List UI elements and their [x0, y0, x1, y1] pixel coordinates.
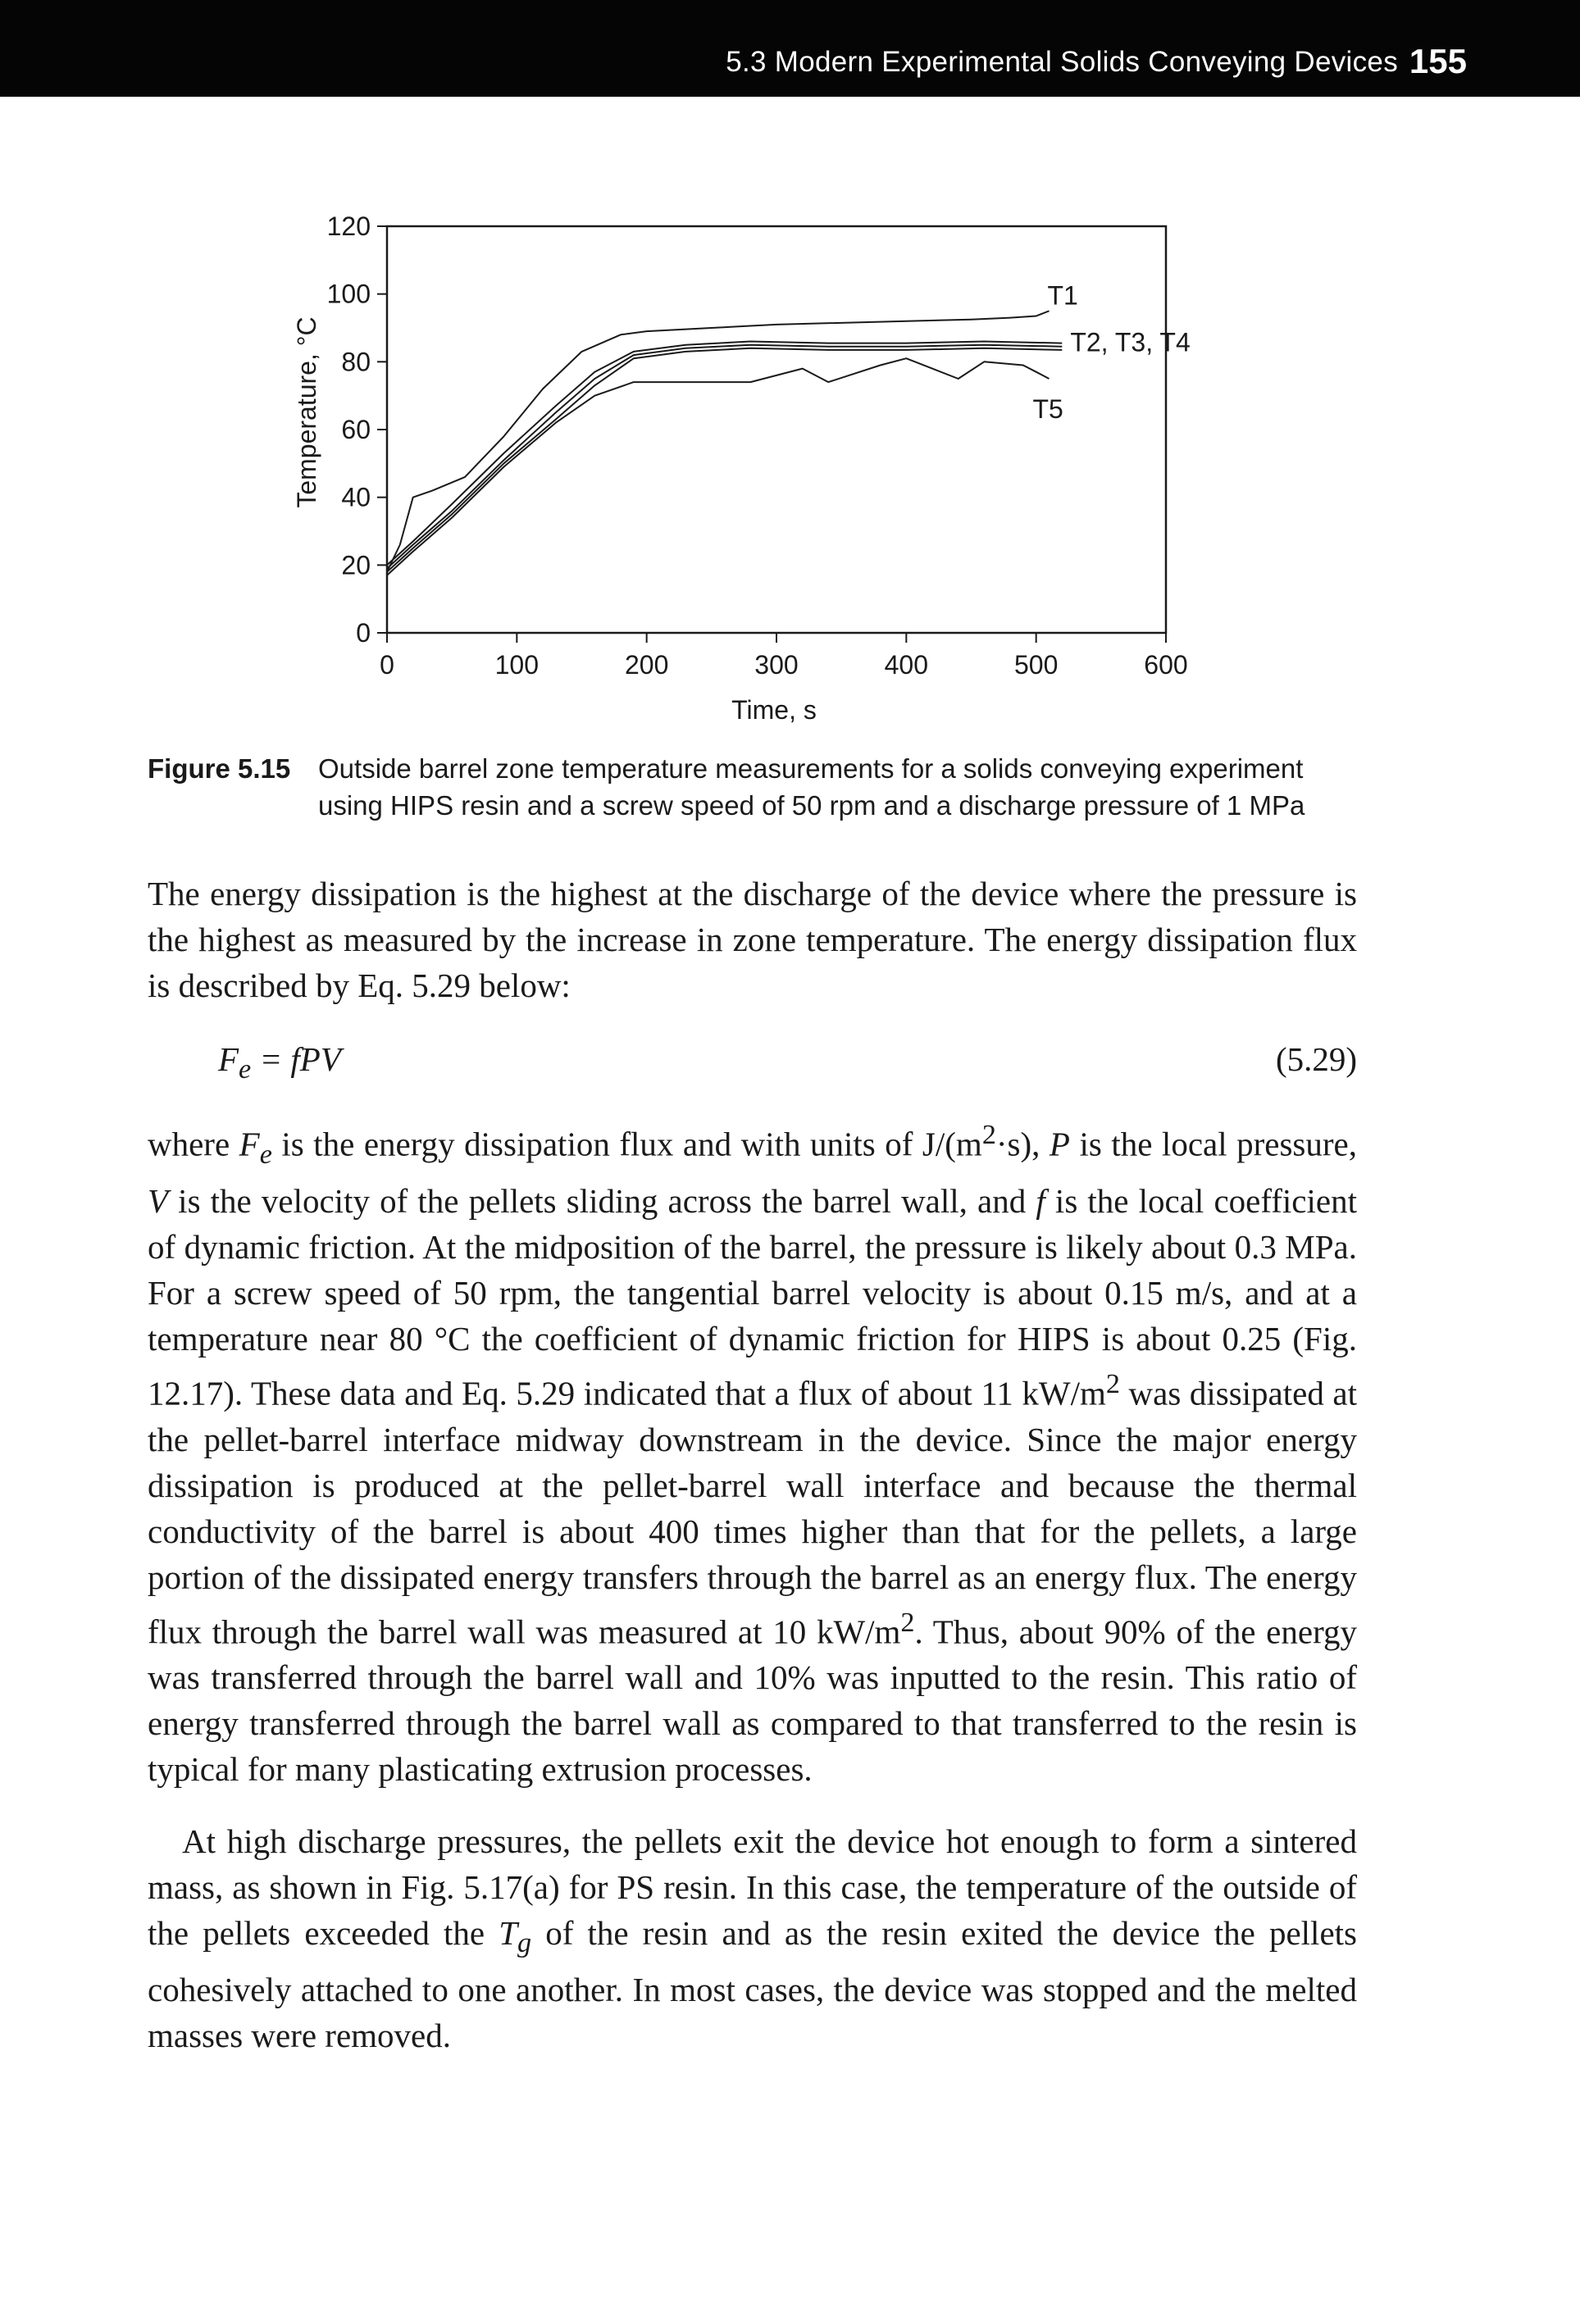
- y-tick-label: 100: [327, 280, 371, 309]
- caption-line-1: Outside barrel zone temperature measurem…: [318, 753, 1304, 784]
- series-line-t4: [386, 347, 1063, 573]
- eq-F: F: [218, 1040, 239, 1078]
- p2-symbol-P: P: [1049, 1125, 1070, 1163]
- x-tick-label: 400: [885, 650, 928, 680]
- figure-label: Figure 5.15: [148, 753, 291, 784]
- p3-text: of the resin and as the resin exited the…: [148, 1914, 1357, 2055]
- p2-text: is the energy dissipation flux and with …: [271, 1125, 982, 1163]
- header-section-title: 5.3 Modern Experimental Solids Conveying…: [726, 46, 1398, 78]
- p2-text: is the local pressure,: [1069, 1125, 1357, 1163]
- equation-number: (5.29): [1275, 1040, 1357, 1078]
- p2-symbol-f: f: [1036, 1181, 1045, 1220]
- series-line-t1: [386, 310, 1050, 573]
- p2-text: where: [148, 1125, 239, 1163]
- paragraph-1: The energy dissipation is the highest at…: [148, 875, 1357, 1004]
- series-line-t5: [386, 357, 1050, 576]
- series-label-t1: T1: [1048, 280, 1078, 310]
- x-tick-label: 500: [1014, 650, 1058, 680]
- p2-symbol-F: F: [239, 1125, 260, 1163]
- equation-5-29: Fe = fPV: [218, 1039, 341, 1085]
- p3-symbol-T: T: [499, 1914, 517, 1952]
- p2-symbol-V: V: [148, 1181, 169, 1220]
- p2-superscript: 2: [1105, 1368, 1120, 1399]
- p2-superscript: 2: [900, 1607, 915, 1638]
- x-tick-label: 600: [1144, 650, 1187, 680]
- paragraph-2: where Fe is the energy dissipation flux …: [148, 1112, 1357, 1801]
- caption-line-2: using HIPS resin and a screw speed of 50…: [318, 790, 1305, 821]
- caption-text: Outside barrel zone temperature measurem…: [318, 750, 1384, 824]
- eq-rhs: = fPV: [251, 1040, 341, 1078]
- x-tick-label: 0: [380, 650, 394, 680]
- eq-subscript: e: [239, 1054, 252, 1085]
- y-tick-label: 0: [356, 618, 371, 648]
- temperature-chart: Temperature, °C Time, s 020406080100120 …: [292, 211, 1191, 725]
- p2-text: is the velocity of the pellets sliding a…: [168, 1181, 1036, 1220]
- page-number: 155: [1409, 42, 1467, 80]
- p2-symbol-e: e: [259, 1139, 272, 1170]
- x-tick-label: 200: [625, 650, 668, 680]
- p3-text: At high discharge pressures, the pellets…: [148, 1822, 1357, 1952]
- p2-text: ·s),: [995, 1125, 1050, 1163]
- y-tick-label: 60: [341, 415, 371, 444]
- y-axis-label: Temperature, °C: [292, 316, 321, 507]
- p3-symbol-g: g: [517, 1928, 532, 1959]
- series-label-t5: T5: [1033, 394, 1063, 424]
- running-header: 5.3 Modern Experimental Solids Conveying…: [0, 0, 1580, 97]
- y-tick-label: 20: [341, 550, 371, 580]
- series-label-t2: T2, T3, T4: [1070, 328, 1190, 357]
- p2-text: . Thus, about 90% of the energy was tran…: [148, 1612, 1357, 1789]
- y-tick-label: 40: [341, 483, 371, 512]
- p2-superscript: 2: [981, 1120, 996, 1150]
- y-tick-label: 120: [327, 211, 371, 241]
- x-tick-label: 100: [495, 650, 539, 680]
- x-tick-label: 300: [754, 650, 798, 680]
- x-axis-label: Time, s: [731, 695, 817, 725]
- series-line-t3: [386, 343, 1063, 570]
- y-tick-label: 80: [341, 347, 371, 376]
- series-line-t2: [386, 340, 1063, 566]
- p2-text: is the local coefficient of dynamic fric…: [148, 1181, 1357, 1412]
- paragraph-3: At high discharge pressures, the pellets…: [148, 1818, 1357, 2054]
- p2-text: was dissipated at the pellet-barrel inte…: [148, 1374, 1357, 1651]
